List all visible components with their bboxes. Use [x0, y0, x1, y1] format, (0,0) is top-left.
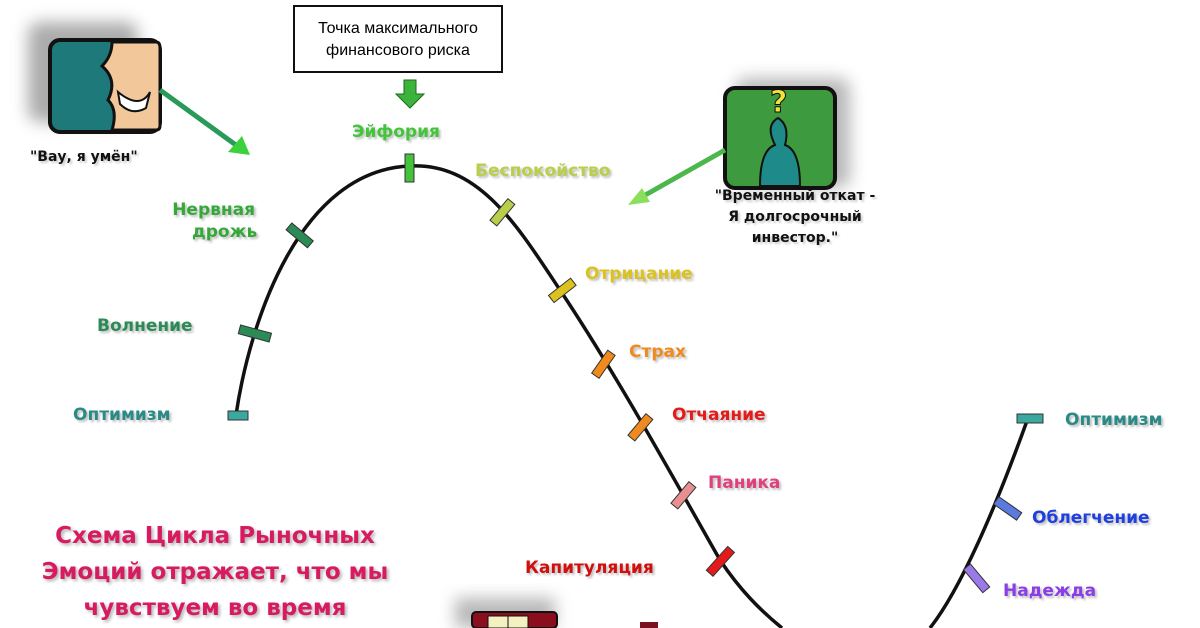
house-icon: [455, 598, 558, 628]
arrow-icon: [640, 622, 658, 628]
stage-label-euphoria: Эйфория: [352, 122, 440, 142]
stage-label-denial: Отрицание: [585, 264, 693, 284]
stage-label-line: Нервная: [172, 200, 256, 220]
stage-label-relief: Облегчение: [1032, 508, 1150, 528]
stage-label-anxiety: Беспокойство: [475, 161, 611, 181]
title-line: чувствуем во время: [83, 595, 347, 621]
marker-hope: [962, 563, 991, 594]
arrow-down-icon: [394, 79, 426, 109]
stage-label-thrill: Нервная дрожь: [170, 199, 257, 243]
stage-label-fear: Страх: [629, 342, 686, 362]
marker-euphoria: [404, 153, 415, 183]
stage-label-optimism-right: Оптимизм: [1065, 410, 1163, 430]
stage-label-desperation: Отчаяние: [672, 405, 766, 425]
quote-line: "Временный откат -: [714, 188, 876, 204]
marker-anxiety: [489, 197, 516, 227]
quote-line: инвестор.": [751, 230, 839, 246]
marker-capitulation: [705, 545, 736, 577]
quote-pullback: "Временный откат - Я долгосрочный инвест…: [690, 186, 900, 249]
marker-excitement: [237, 324, 273, 343]
stage-label-line: дрожь: [192, 222, 258, 242]
stage-label-excitement: Волнение: [97, 316, 193, 336]
diagram-title: Схема Цикла Рыночных Эмоций отражает, чт…: [0, 518, 430, 626]
risk-box-line: финансового риска: [326, 42, 470, 59]
title-line: Схема Цикла Рыночных: [55, 523, 375, 549]
quote-smart: "Вау, я умён": [30, 149, 138, 165]
marker-panic: [670, 480, 697, 510]
stage-label-capitulation: Капитуляция: [525, 558, 654, 578]
stage-label-hope: Надежда: [1003, 581, 1097, 601]
stage-label-optimism-left: Оптимизм: [73, 405, 171, 425]
stage-label-panic: Паника: [708, 473, 781, 493]
max-risk-box: Точка максимального финансового риска: [293, 5, 503, 73]
marker-fear: [590, 349, 616, 380]
marker-denial: [547, 277, 577, 304]
stage-markers: [227, 153, 1044, 594]
arrow-icon: [158, 87, 242, 151]
marker-thrill: [285, 222, 315, 249]
grinning-face-icon: [28, 22, 162, 134]
marker-relief: [992, 495, 1023, 521]
marker-optimism-left: [227, 410, 249, 421]
marker-optimism-right: [1016, 413, 1044, 424]
risk-box-line: Точка максимального: [318, 20, 478, 37]
marker-desperation: [627, 412, 654, 442]
title-line: Эмоций отражает, что мы: [41, 559, 389, 585]
quote-line: Я долгосрочный: [728, 209, 862, 225]
worried-investor-icon: ?: [723, 78, 850, 190]
svg-text:?: ?: [770, 85, 787, 120]
